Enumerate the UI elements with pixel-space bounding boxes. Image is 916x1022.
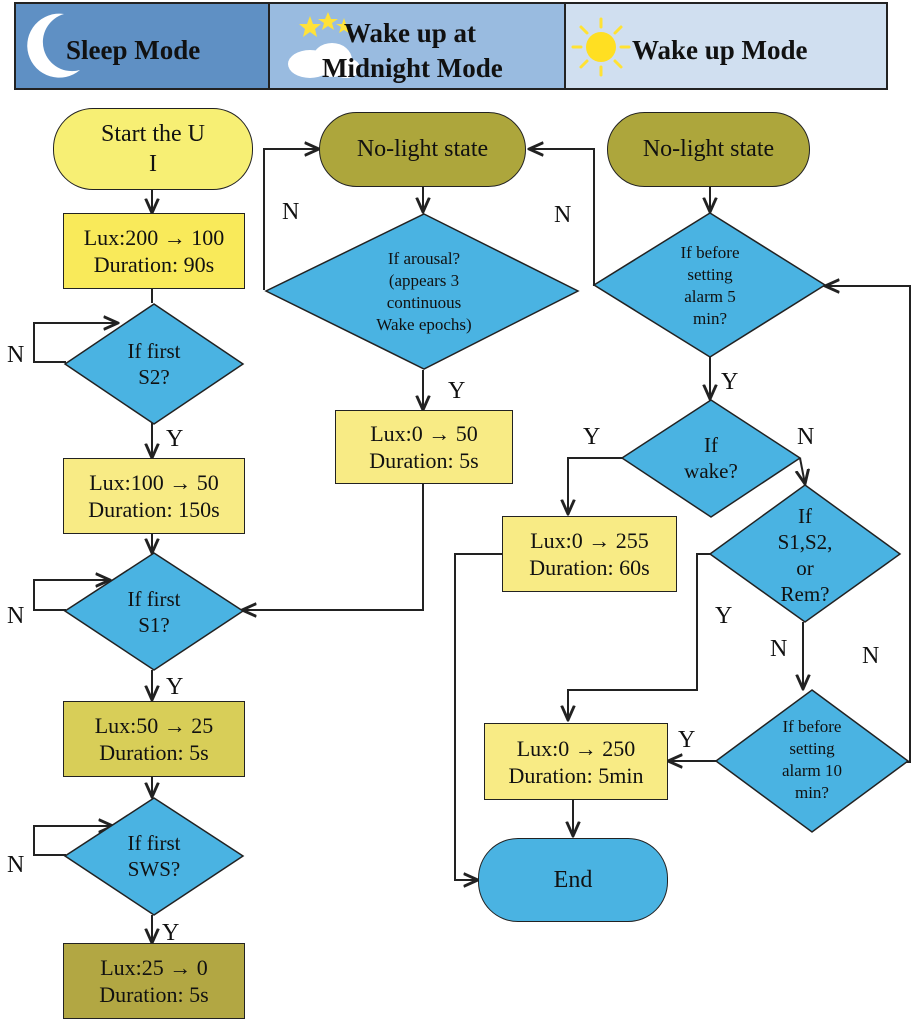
edge-s1-no-loop <box>33 580 110 611</box>
if-first-s2-label: If first S2? <box>127 339 181 389</box>
if-wake-label: If wake? <box>684 433 738 483</box>
edge-s2-no-loop <box>33 323 118 363</box>
cloud-stars-icon <box>288 12 360 78</box>
lux-50-25-label: Lux:50 → 25 Duration: 5s <box>94 713 214 765</box>
lux-25-0-label: Lux:25 → 0 Duration: 5s <box>99 955 209 1007</box>
edge-label-wake-yes: Y <box>583 424 601 450</box>
lux-100-50-label: Lux:100 → 50 Duration: 150s <box>88 470 220 522</box>
edge-label-rem-yes: Y <box>715 603 733 629</box>
edge-wake-no <box>800 457 805 484</box>
header-wake-label: Wake up Mode <box>632 35 808 65</box>
edge-label-before5-no: N <box>554 202 572 228</box>
diamond-if-first-s2 <box>63 303 245 425</box>
no-light-wake-label: No-light state <box>642 136 775 162</box>
diamond-if-arousal <box>264 213 580 370</box>
edge-label-s1-yes: Y <box>166 674 184 700</box>
box-lux-0-250: Lux:0 → 250 Duration: 5min <box>484 723 668 800</box>
diamond-if-before-10 <box>714 689 910 833</box>
no-light-midnight-label: No-light state <box>356 136 489 162</box>
no-light-state-wake: No-light state <box>607 112 810 187</box>
box-lux-50-25: Lux:50 → 25 Duration: 5s <box>63 701 245 777</box>
edge-label-before5-yes: Y <box>721 369 739 395</box>
box-lux-200-100: Lux:200 → 100 Duration: 90s <box>63 213 245 289</box>
edge-rem-yes <box>568 553 711 720</box>
header-midnight-mode: Wake up at Midnight Mode <box>268 2 566 90</box>
edge-label-rem-no: N <box>770 636 788 662</box>
start-label: Start the U I <box>101 121 205 177</box>
edge-label-s2-no: N <box>7 342 25 368</box>
if-first-sws-label: If first SWS? <box>127 831 181 881</box>
lux-0-250-label: Lux:0 → 250 Duration: 5min <box>508 735 644 788</box>
edge-label-before10-no: N <box>862 643 880 669</box>
edge-label-arousal-yes: Y <box>448 378 466 404</box>
edge-label-s2-yes: Y <box>166 426 184 452</box>
sun-icon <box>571 17 631 77</box>
no-light-state-midnight: No-light state <box>319 112 526 187</box>
edge-arousal-no <box>263 149 319 290</box>
lux-200-100-label: Lux:200 → 100 Duration: 90s <box>83 225 225 277</box>
edge-label-arousal-no: N <box>282 199 300 225</box>
header-midnight-label-line1: Wake up at <box>344 18 477 48</box>
edge-label-sws-no: N <box>7 852 25 878</box>
diamond-if-s1-s2-rem <box>708 484 902 623</box>
if-arousal-label: If arousal? (appears 3 continuous Wake e… <box>376 249 472 334</box>
end-terminal: End <box>478 838 668 922</box>
if-before-5-label: If before setting alarm 5 min? <box>680 243 740 328</box>
box-lux-25-0: Lux:25 → 0 Duration: 5s <box>63 943 245 1019</box>
header-midnight-label-line2: Midnight Mode <box>322 53 503 83</box>
start-terminal: Start the U I <box>53 108 253 190</box>
box-lux-0-50: Lux:0 → 50 Duration: 5s <box>335 410 513 484</box>
edge-before5-no <box>529 149 595 286</box>
diamond-if-first-s1 <box>63 552 245 671</box>
if-first-s1-label: If first S1? <box>127 587 181 637</box>
edge-label-sws-yes: Y <box>162 920 180 946</box>
edge-lux255-to-end <box>454 553 502 880</box>
diamond-if-first-sws <box>63 797 245 916</box>
diamond-if-wake <box>620 399 802 518</box>
moon-icon <box>27 13 80 78</box>
edge-label-wake-no: N <box>797 424 815 450</box>
lux-0-255-label: Lux:0 → 255 Duration: 60s <box>529 528 650 580</box>
diamond-if-before-5 <box>592 212 827 358</box>
end-label: End <box>553 866 593 893</box>
edge-sws-no-loop <box>33 826 113 856</box>
edge-label-before10-yes: Y <box>678 727 696 753</box>
box-lux-0-255: Lux:0 → 255 Duration: 60s <box>502 516 677 592</box>
header-wake-mode: Wake up Mode <box>564 2 888 90</box>
edge-wake-yes <box>568 457 622 514</box>
edge-lux0-50-to-s1 <box>242 484 424 610</box>
lux-0-50-label: Lux:0 → 50 Duration: 5s <box>369 421 479 473</box>
edge-label-s1-no: N <box>7 603 25 629</box>
if-s1-s2-rem-label: If S1,S2, or Rem? <box>777 504 833 606</box>
header-sleep-label: Sleep Mode <box>66 35 201 65</box>
header-sleep-mode: Sleep Mode <box>14 2 270 90</box>
if-before-10-label: If before setting alarm 10 min? <box>782 717 842 802</box>
box-lux-100-50: Lux:100 → 50 Duration: 150s <box>63 458 245 534</box>
